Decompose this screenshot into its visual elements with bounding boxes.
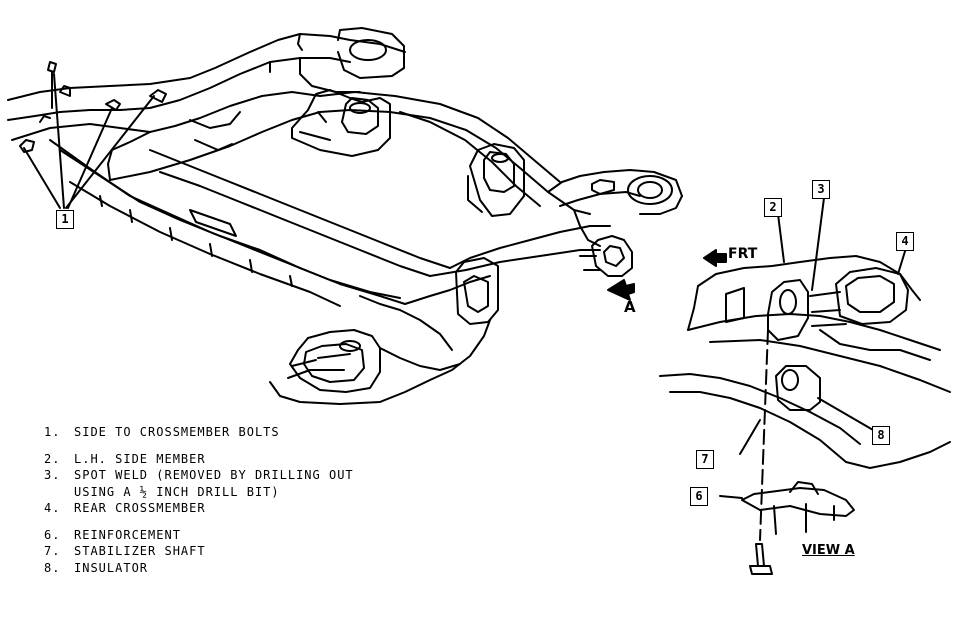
callout-8: 8 [872, 426, 890, 445]
view-a-title: VIEW A [802, 543, 855, 558]
legend-item: 7.STABILIZER SHAFT [44, 544, 206, 558]
callout-4: 4 [896, 232, 914, 251]
legend-item: 1.SIDE TO CROSSMEMBER BOLTS [44, 425, 280, 439]
view-a-detail [659, 197, 951, 575]
legend-item: 2.L.H. SIDE MEMBER [44, 451, 206, 466]
view-arrow-label: A [624, 298, 636, 316]
callout-6: 6 [690, 487, 708, 506]
legend-item: 4.REAR CROSSMEMBER [44, 501, 206, 515]
callout-7: 7 [696, 450, 714, 469]
legend-item: 3.SPOT WELD (REMOVED BY DRILLING OUT [44, 468, 354, 482]
view-arrow-icon [607, 279, 635, 301]
legend-item: 6.REINFORCEMENT [44, 527, 181, 542]
callout-3: 3 [812, 180, 830, 199]
legend: 1.SIDE TO CROSSMEMBER BOLTS 2.L.H. SIDE … [44, 424, 464, 576]
front-arrow [703, 249, 727, 267]
frame-cradle [7, 27, 683, 405]
legend-item: USING A ½ INCH DRILL BIT) [74, 484, 280, 499]
legend-item: 8.INSULATOR [44, 560, 149, 575]
front-label: FRT [728, 246, 758, 262]
callout-2: 2 [764, 198, 782, 217]
callout-1: 1 [56, 210, 74, 229]
